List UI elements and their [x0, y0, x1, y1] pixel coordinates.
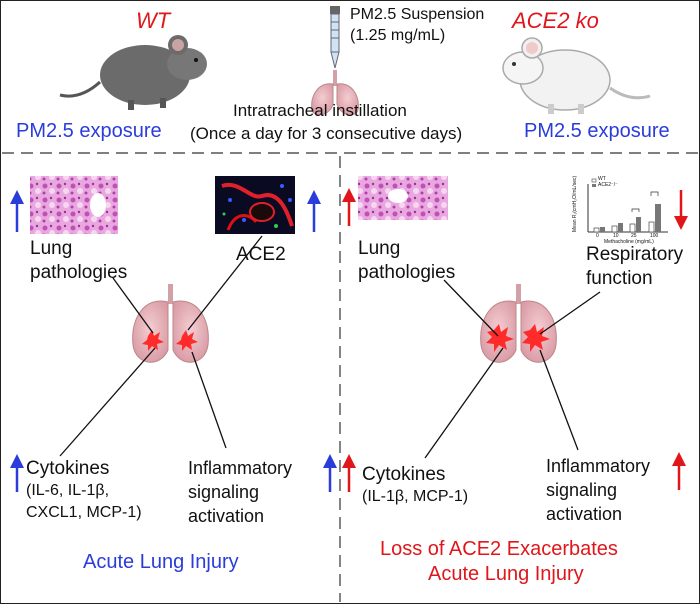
up-arrow-icon [672, 452, 686, 490]
mini-bar [611, 225, 618, 233]
down-arrow-icon [674, 190, 688, 230]
mini-bar [618, 223, 623, 232]
conclusion-right-line2: Acute Lung Injury [428, 563, 584, 585]
lung-pathologies-right-line1: Lung [358, 238, 401, 259]
mini-bar [636, 217, 641, 232]
lungs-icon [311, 70, 359, 116]
lung-pathologies-left-line1: Lung [30, 238, 73, 259]
exposure-right: PM2.5 exposure [524, 120, 670, 142]
cytokines-right-line1: (IL-1β, MCP-1) [362, 488, 469, 505]
respiratory-mini-chart [587, 178, 668, 233]
lung-pathologies-left-line2: pathologies [30, 262, 128, 283]
conclusion-right-line1: Loss of ACE2 Exacerbates [380, 538, 618, 560]
mini-chart-legend-wt: WT [598, 176, 606, 182]
cytokines-left-line1: (IL-6, IL-1β, [26, 482, 110, 499]
up-arrow-icon [10, 454, 24, 492]
wt-label: WT [136, 8, 171, 33]
up-arrow-icon [342, 454, 356, 492]
mini-chart-ylabel: Mean R₁(cmH₂O/mL/sec) [572, 175, 578, 232]
lungs-icon [132, 284, 209, 363]
mini-chart-legend-ko: ACE2⁻/⁻ [598, 182, 618, 188]
up-arrow-icon [342, 188, 356, 226]
mini-chart-xlabel: Methacholine (mg/mL) [604, 239, 654, 245]
mini-bar [629, 223, 636, 233]
mini-bar [648, 221, 655, 233]
conclusion-left: Acute Lung Injury [83, 551, 239, 573]
up-arrow-icon [323, 454, 337, 492]
instillation-line1: Intratracheal instillation [233, 101, 407, 120]
inflammatory-left-line1: Inflammatory [188, 458, 293, 478]
inflammatory-left-line3: activation [188, 506, 265, 526]
mini-bar [600, 227, 605, 232]
inflammatory-right-line1: Inflammatory [546, 456, 651, 476]
pipette-icon [330, 6, 340, 69]
lungs-icon [480, 284, 557, 363]
lung-pathologies-right-line2: pathologies [358, 262, 456, 283]
suspension-line1: PM2.5 Suspension [350, 6, 485, 23]
mini-chart-tick: 10 [613, 233, 619, 239]
suspension-line2: (1.25 mg/mL) [350, 27, 446, 44]
mini-chart-tick: 0 [596, 233, 599, 239]
ace2-fluorescence-image [215, 176, 295, 234]
mini-bar [655, 204, 661, 232]
up-arrow-icon [10, 190, 24, 232]
cytokines-left-line2: CXCL1, MCP-1) [26, 504, 142, 521]
respiratory-line1: Respiratory [586, 244, 684, 265]
mouse-wt-icon [59, 35, 207, 110]
ace2-label: ACE2 [236, 244, 286, 265]
mini-chart-tick: 25 [631, 233, 637, 239]
inflammatory-right-line3: activation [546, 504, 623, 524]
cytokines-right-title: Cytokines [362, 464, 446, 485]
inflammatory-left-line2: signaling [188, 482, 260, 502]
mini-bar [593, 227, 600, 233]
mouse-ko-icon [502, 37, 651, 114]
exposure-left: PM2.5 exposure [16, 120, 162, 142]
instillation-line2: (Once a day for 3 consecutive days) [190, 124, 463, 143]
inflammatory-right-line2: signaling [546, 480, 618, 500]
ace2-ko-label: ACE2 ko [512, 8, 599, 33]
cytokines-left-title: Cytokines [26, 458, 110, 479]
respiratory-line2: function [586, 268, 653, 289]
mini-chart-tick: 100 [650, 233, 659, 239]
up-arrow-icon [307, 190, 321, 232]
